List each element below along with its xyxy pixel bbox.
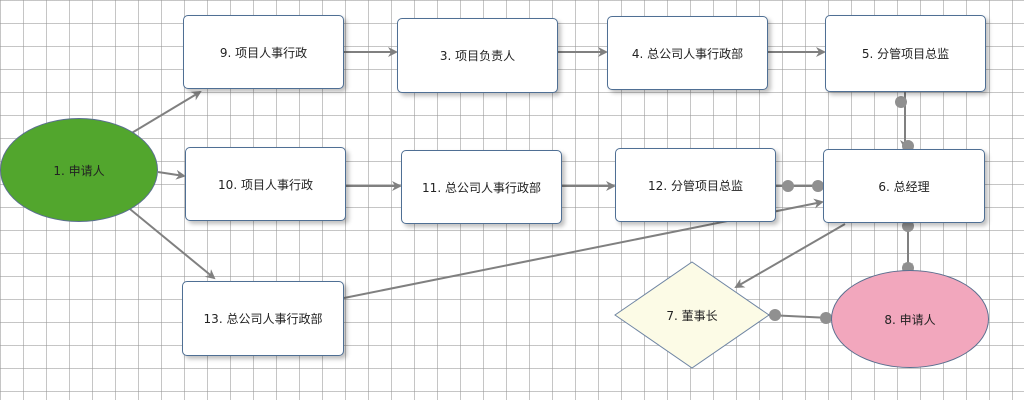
node-12-project-director[interactable]: 12. 分管项目总监 xyxy=(615,148,776,222)
node-label: 3. 项目负责人 xyxy=(439,49,516,63)
connection-point xyxy=(812,180,824,192)
node-label: 13. 总公司人事行政部 xyxy=(203,312,323,326)
node-label: 9. 项目人事行政 xyxy=(219,45,308,60)
node-7-chairman[interactable]: 7. 董事长 xyxy=(614,261,770,369)
node-11-hq-hr-admin-dept[interactable]: 11. 总公司人事行政部 xyxy=(401,150,562,224)
edge-6-to-7 xyxy=(734,223,846,289)
node-label: 12. 分管项目总监 xyxy=(648,178,743,193)
node-9-project-hr-admin[interactable]: 9. 项目人事行政 xyxy=(183,15,344,89)
node-8-applicant[interactable]: 8. 申请人 xyxy=(831,270,989,368)
node-13-hq-hr-admin-dept[interactable]: 13. 总公司人事行政部 xyxy=(182,281,344,356)
node-label: 1. 申请人 xyxy=(53,163,105,178)
node-1-applicant[interactable]: 1. 申请人 xyxy=(0,118,158,222)
node-label: 4. 总公司人事行政部 xyxy=(631,46,744,61)
connection-point xyxy=(820,312,832,324)
node-10-project-hr-admin[interactable]: 10. 项目人事行政 xyxy=(185,147,346,221)
node-6-general-manager[interactable]: 6. 总经理 xyxy=(823,149,985,223)
edge-1-to-9 xyxy=(129,90,202,135)
edge-1-to-10 xyxy=(157,169,186,180)
node-label: 8. 申请人 xyxy=(884,312,936,327)
connection-point xyxy=(769,309,781,321)
decision-diamond-shape xyxy=(614,261,770,369)
node-label: 5. 分管项目总监 xyxy=(861,47,950,61)
connection-point xyxy=(782,180,794,192)
connection-point xyxy=(902,220,914,232)
node-label: 6. 总经理 xyxy=(878,179,930,194)
connection-point xyxy=(895,96,907,108)
node-4-hq-hr-admin-dept[interactable]: 4. 总公司人事行政部 xyxy=(607,16,768,90)
node-3-project-manager[interactable]: 3. 项目负责人 xyxy=(397,18,558,93)
edge-1-to-13 xyxy=(124,204,216,280)
node-5-project-director[interactable]: 5. 分管项目总监 xyxy=(825,15,986,92)
node-label: 10. 项目人事行政 xyxy=(218,177,313,192)
node-label: 7. 董事长 xyxy=(666,308,718,323)
node-label: 11. 总公司人事行政部 xyxy=(422,180,541,195)
